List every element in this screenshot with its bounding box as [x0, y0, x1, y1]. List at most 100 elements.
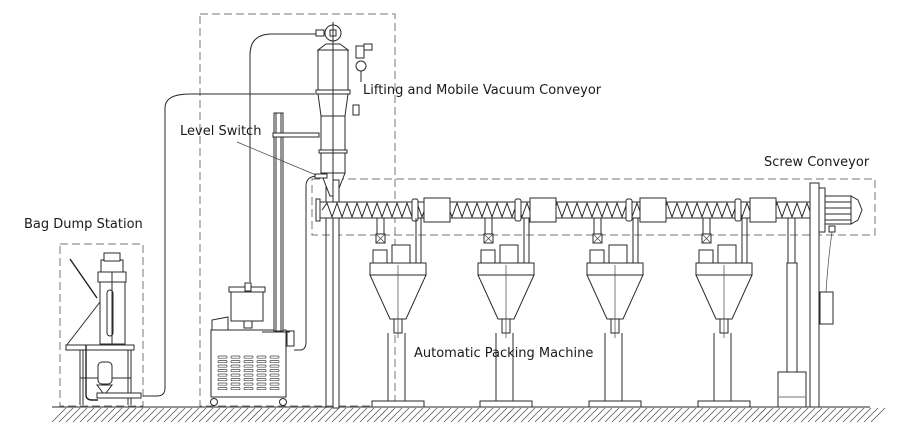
ground-hatch	[51, 407, 886, 423]
hatch-line	[142, 407, 158, 423]
hatch-line	[625, 407, 641, 423]
hatch-line	[471, 407, 487, 423]
cart-vents	[217, 355, 280, 391]
hatch-line	[653, 407, 669, 423]
hatch-line	[646, 407, 662, 423]
coupling-housing	[529, 197, 557, 223]
hatch-line	[163, 407, 179, 423]
hatch-line	[513, 407, 529, 423]
hatch-line	[821, 407, 837, 423]
vent-slot	[243, 387, 254, 391]
hatch-line	[611, 407, 627, 423]
vent-slot	[256, 378, 267, 382]
hatch-line	[191, 407, 207, 423]
hatch-line	[100, 407, 116, 423]
hatch-line	[240, 407, 256, 423]
hatch-line	[212, 407, 228, 423]
vent-slot	[230, 378, 241, 382]
hatch-line	[590, 407, 606, 423]
vent-slot	[269, 355, 280, 359]
hatch-line	[702, 407, 718, 423]
bag-dump-station	[65, 252, 142, 405]
hatch-line	[814, 407, 830, 423]
hatch-line	[345, 407, 361, 423]
hatch-line	[233, 407, 249, 423]
hatch-line	[779, 407, 795, 423]
base-plate	[697, 400, 751, 408]
hatch-line	[856, 407, 872, 423]
hatch-line	[723, 407, 739, 423]
hatch-line	[65, 407, 81, 423]
vent-slot	[269, 382, 280, 386]
hatch-line	[569, 407, 585, 423]
hatch-line	[807, 407, 823, 423]
hatch-line	[422, 407, 438, 423]
hatch-line	[317, 407, 333, 423]
hatch-line	[492, 407, 508, 423]
screw-conveyor-label: Screw Conveyor	[764, 155, 870, 170]
vent-slot	[230, 373, 241, 377]
hatch-line	[394, 407, 410, 423]
flange	[625, 198, 633, 222]
hatch-line	[597, 407, 613, 423]
hatch-line	[429, 407, 445, 423]
hatch-line	[681, 407, 697, 423]
hatch-line	[93, 407, 109, 423]
hatch-line	[114, 407, 130, 423]
hatch-line	[331, 407, 347, 423]
hatch-line	[282, 407, 298, 423]
motor-box	[391, 244, 411, 264]
vent-slot	[217, 378, 228, 382]
valve-x	[701, 233, 712, 244]
vent-slot	[269, 387, 280, 391]
bag-dump-station-label: Bag Dump Station	[24, 217, 143, 232]
hatch-line	[450, 407, 466, 423]
hatch-line	[688, 407, 704, 423]
coupling-housing	[749, 197, 777, 223]
hatch-line	[107, 407, 123, 423]
hatch-line	[849, 407, 865, 423]
hatch-line	[527, 407, 543, 423]
hatch-line	[632, 407, 648, 423]
hatch-line	[51, 407, 67, 423]
hatch-line	[548, 407, 564, 423]
vent-slot	[243, 373, 254, 377]
vent-slot	[243, 382, 254, 386]
packing-machine-3	[586, 218, 644, 408]
sensor-box	[372, 249, 388, 264]
hatch-line	[79, 407, 95, 423]
valve-x	[483, 233, 494, 244]
hatch-line	[667, 407, 683, 423]
vent-slot	[269, 360, 280, 364]
hatch-line	[534, 407, 550, 423]
hatch-line	[716, 407, 732, 423]
hatch-line	[296, 407, 312, 423]
hatch-line	[289, 407, 305, 423]
vent-slot	[256, 364, 267, 368]
hatch-line	[793, 407, 809, 423]
hatch-line	[730, 407, 746, 423]
hatch-line	[184, 407, 200, 423]
level-switch	[236, 141, 328, 179]
vent-slot	[256, 373, 267, 377]
hatch-line	[352, 407, 368, 423]
hatch-line	[765, 407, 781, 423]
screw-flight	[321, 201, 813, 219]
hatch-line	[639, 407, 655, 423]
hatch-line	[870, 407, 886, 423]
top-suction-pipe	[249, 33, 318, 282]
hatch-line	[436, 407, 452, 423]
hatch-line	[499, 407, 515, 423]
hatch-line	[219, 407, 235, 423]
vent-slot	[230, 360, 241, 364]
packing-machine-2	[477, 218, 535, 408]
base-plate	[588, 400, 642, 408]
vent-slot	[256, 369, 267, 373]
hatch-line	[709, 407, 725, 423]
hatch-line	[751, 407, 767, 423]
motor-box	[717, 244, 737, 264]
vent-slot	[217, 360, 228, 364]
vent-slot	[269, 373, 280, 377]
hatch-line	[170, 407, 186, 423]
